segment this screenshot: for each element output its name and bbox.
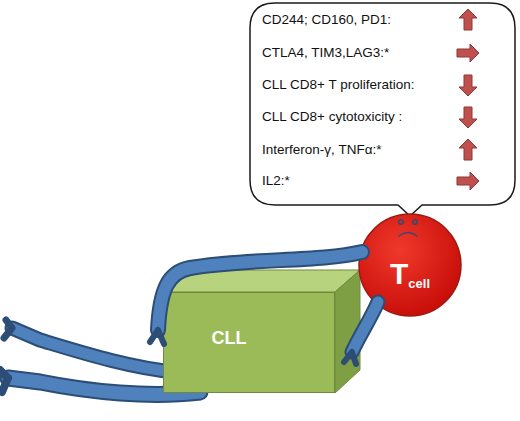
marker-label: CLL CD8+ cytotoxicity : <box>262 108 402 126</box>
marker-label: CLL CD8+ T proliferation: <box>262 76 414 94</box>
marker-label: CD244; CD160, PD1: <box>262 11 391 29</box>
marker-label: IL2:* <box>262 172 290 190</box>
marker-label: Interferon-γ, TNFα:* <box>262 141 382 159</box>
box-faces <box>163 270 360 393</box>
box-label: CLL <box>212 328 247 349</box>
marker-label: CTLA4, TIM3,LAG3:* <box>262 44 389 62</box>
cell-letter: T <box>390 257 408 291</box>
cll-box: CLL <box>163 292 335 393</box>
cell-subscript: cell <box>408 276 430 291</box>
speech-bubble: CD244; CD160, PD1: CTLA4, TIM3,LAG3:* CLL … <box>250 3 515 205</box>
